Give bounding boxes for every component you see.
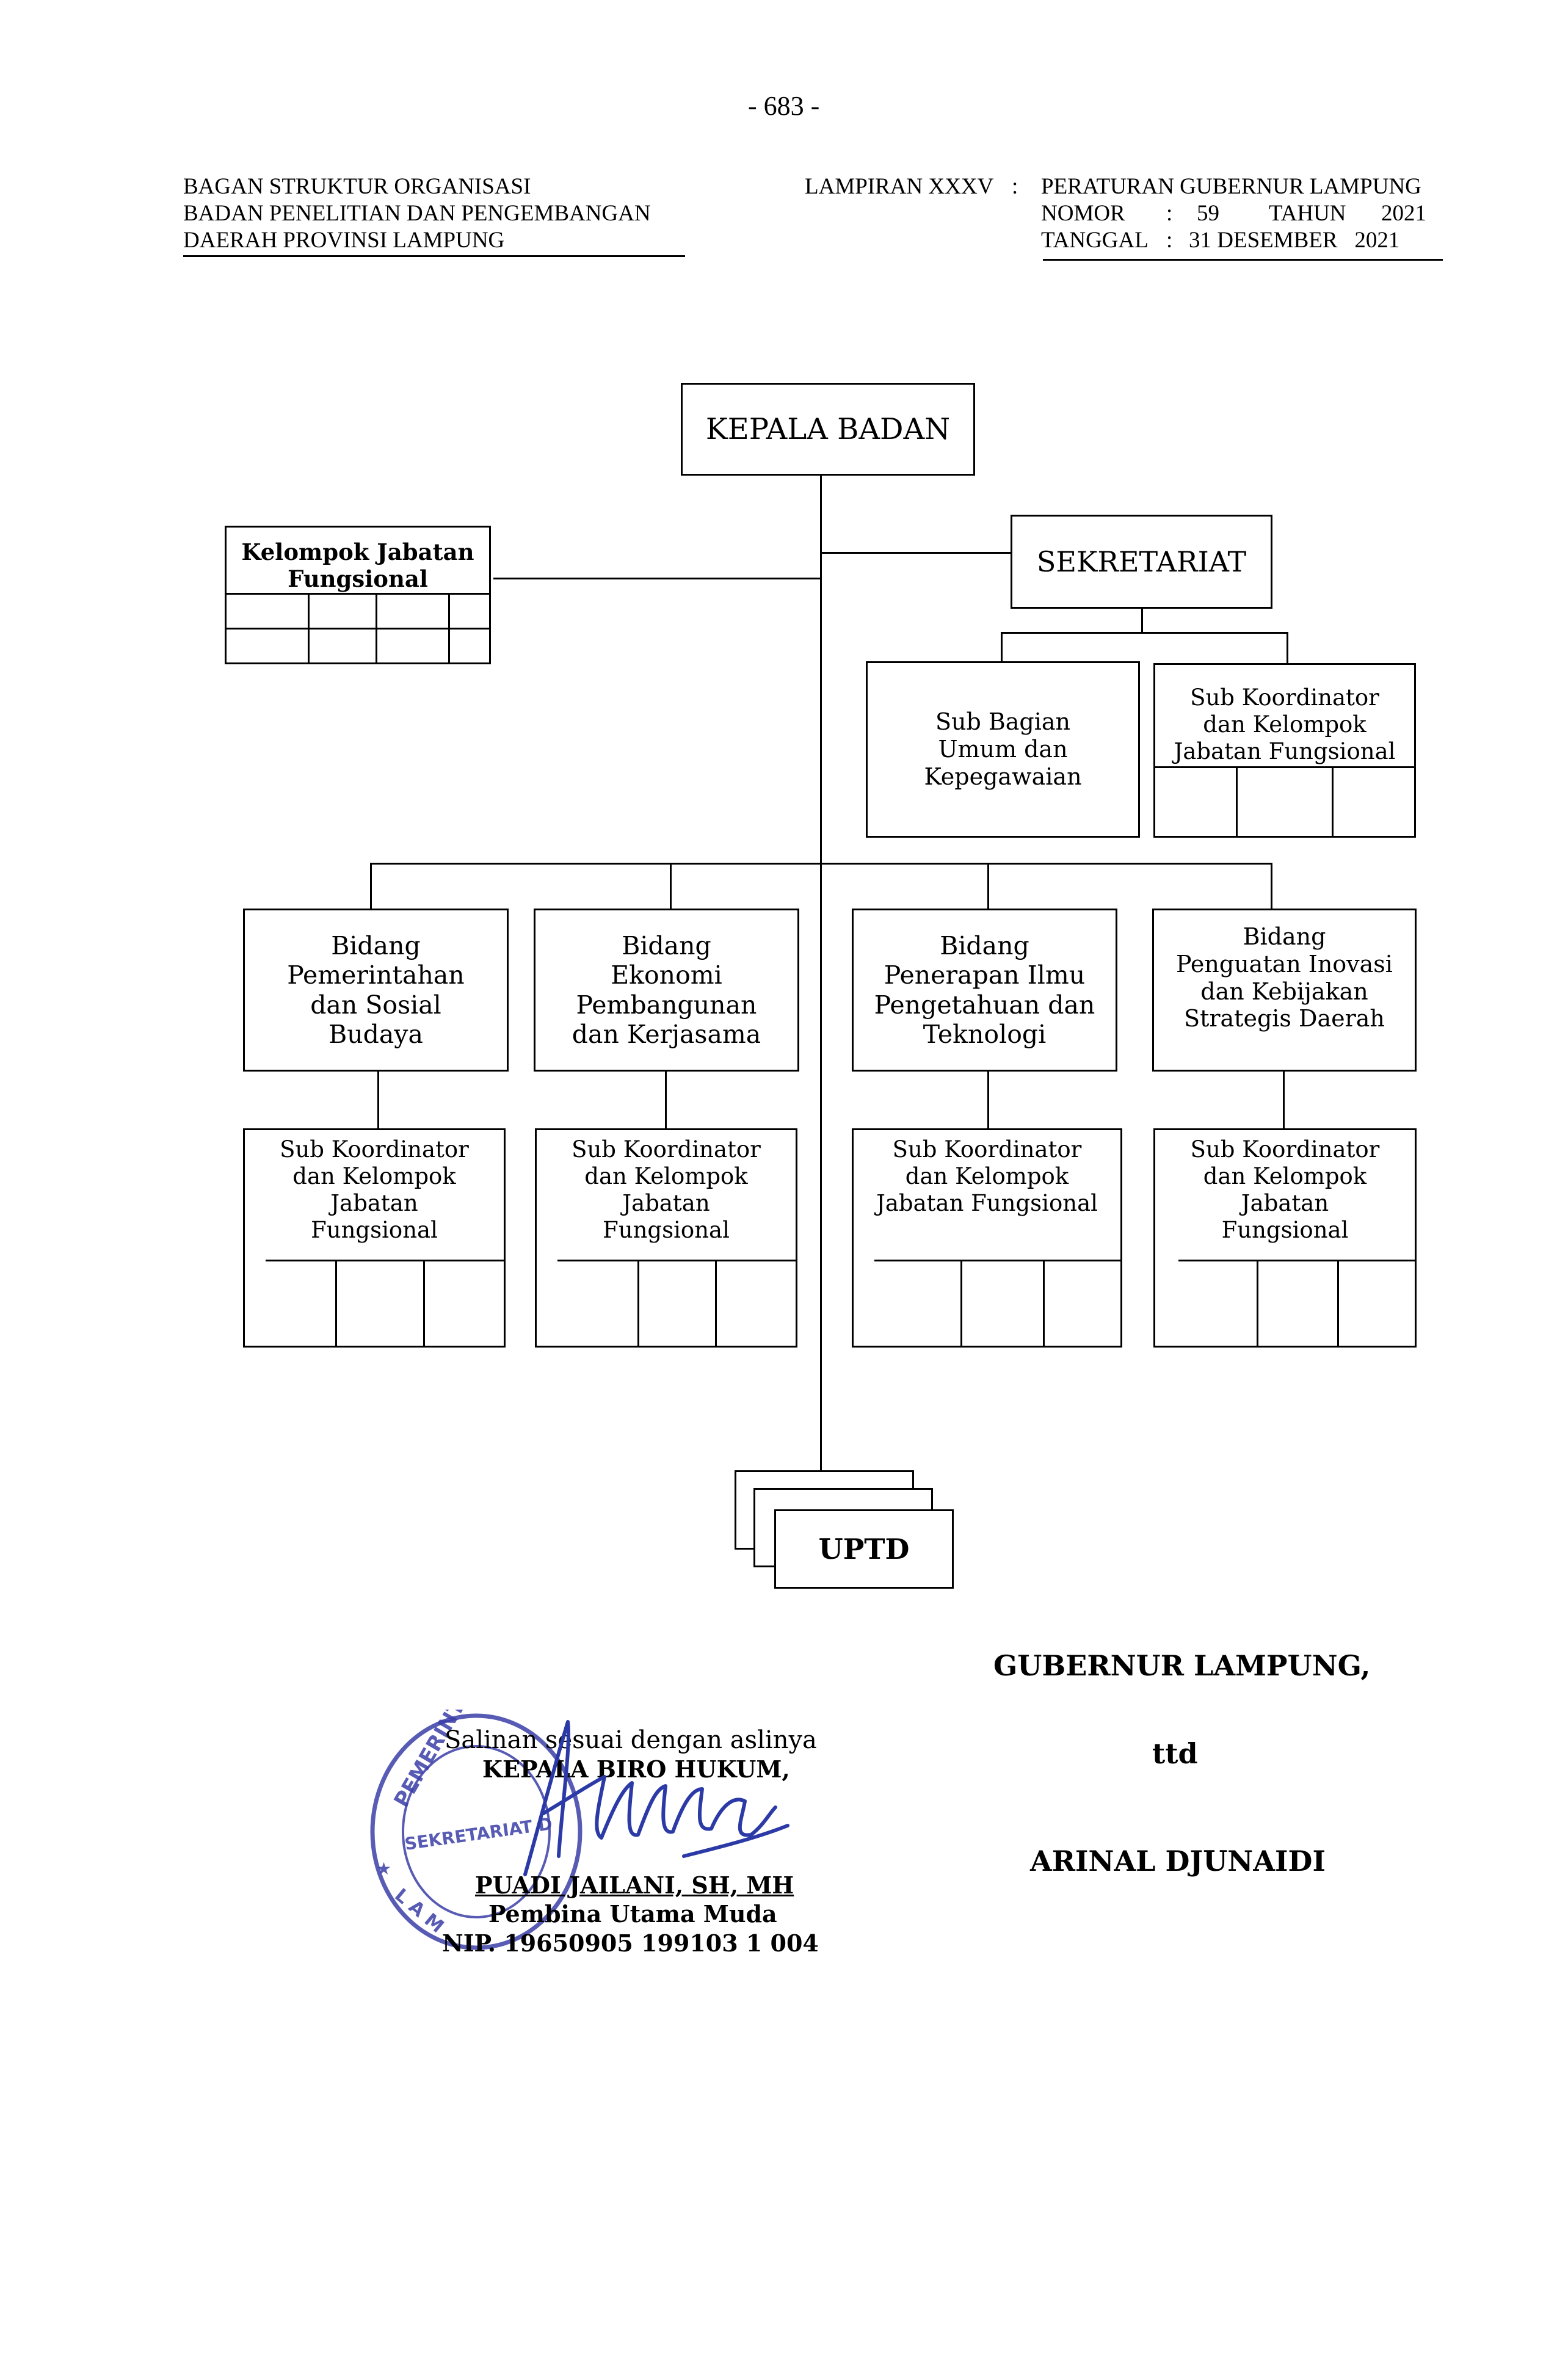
- nomor-value: 59: [1197, 201, 1219, 226]
- sekretariat-down-line: [1141, 608, 1143, 633]
- sub-koordinator-box-2: Sub Koordinator dan Kelompok Jabatan Fun…: [535, 1128, 797, 1348]
- lampiran-sep: :: [1012, 174, 1018, 199]
- sekretariat-box: SEKRETARIAT: [1011, 515, 1272, 609]
- tanggal-value: 31 DESEMBER 2021: [1189, 228, 1400, 253]
- sekretariat-connector: [821, 552, 1012, 554]
- sub-koordinator-3-connector: [987, 1071, 989, 1130]
- sub-koordinator-4-connector: [1283, 1071, 1285, 1130]
- sub-bagian-drop-line: [1001, 632, 1003, 662]
- nomor-sep: :: [1166, 201, 1173, 226]
- header-right-underline: [1043, 259, 1443, 261]
- sub-koordinator-3-grid-line: [874, 1260, 1120, 1261]
- sekretariat-sub-koordinator-box: Sub Koordinator dan Kelompok Jabatan Fun…: [1153, 663, 1416, 838]
- svg-text:★: ★: [376, 1859, 391, 1879]
- sub-koordinator-1-grid-line: [266, 1260, 504, 1261]
- bidang-4-drop-line: [1271, 863, 1272, 910]
- bidang-box-3: Bidang Penerapan Ilmu Pengetahuan dan Te…: [852, 909, 1117, 1072]
- bidang-box-2: Bidang Ekonomi Pembangunan dan Kerjasama: [534, 909, 799, 1072]
- tahun-label: TAHUN: [1269, 201, 1346, 226]
- sekretariat-sub-koordinator-drop-line: [1287, 632, 1288, 664]
- sekretariat-branch-line: [1001, 632, 1288, 634]
- bidang-1-drop-line: [370, 863, 372, 910]
- sub-koordinator-label-4: Sub Koordinator dan Kelompok Jabatan Fun…: [1190, 1136, 1380, 1243]
- tanggal-label: TANGGAL: [1041, 228, 1149, 253]
- header-left-underline: [183, 255, 685, 257]
- kelompok-grid-col2: [376, 593, 377, 664]
- sub-koordinator-3-grid-col1: [960, 1260, 962, 1347]
- header-left-line1: BAGAN STRUKTUR ORGANISASI: [183, 174, 531, 199]
- sub-koordinator-label-3: Sub Koordinator dan Kelompok Jabatan Fun…: [876, 1136, 1098, 1216]
- sub-koordinator-box-4: Sub Koordinator dan Kelompok Jabatan Fun…: [1153, 1128, 1417, 1348]
- sub-koordinator-label-2: Sub Koordinator dan Kelompok Jabatan Fun…: [572, 1136, 761, 1243]
- kelompok-jabatan-fungsional-box: Kelompok Jabatan Fungsional: [225, 526, 491, 664]
- sub-koordinator-box-1: Sub Koordinator dan Kelompok Jabatan Fun…: [243, 1128, 506, 1348]
- kepala-badan-box: KEPALA BADAN: [681, 383, 975, 476]
- bidang-box-1: Bidang Pemerintahan dan Sosial Budaya: [243, 909, 509, 1072]
- kelompok-grid-col3: [448, 593, 450, 664]
- lampiran-label: LAMPIRAN XXXV: [805, 174, 994, 199]
- governor-name: ARINAL DJUNAIDI: [1030, 1845, 1326, 1878]
- bidang-box-4: Bidang Penguatan Inovasi dan Kebijakan S…: [1152, 909, 1417, 1072]
- tahun-value: 2021: [1381, 201, 1426, 226]
- sekretariat-sub-grid-col2: [1332, 766, 1334, 837]
- sub-koordinator-1-grid-col2: [423, 1260, 425, 1347]
- sekretariat-sub-koordinator-label: Sub Koordinator dan Kelompok Jabatan Fun…: [1174, 684, 1396, 764]
- certification-line2: KEPALA BIRO HUKUM,: [482, 1755, 790, 1783]
- nomor-label: NOMOR: [1041, 201, 1125, 226]
- sub-koordinator-2-grid-line: [557, 1260, 796, 1261]
- sub-koordinator-label-1: Sub Koordinator dan Kelompok Jabatan Fun…: [280, 1136, 469, 1243]
- sub-koordinator-1-grid-col1: [335, 1260, 337, 1347]
- sub-koordinator-2-grid-col2: [715, 1260, 717, 1347]
- tanggal-sep: :: [1166, 228, 1173, 253]
- kelompok-grid-top: [227, 593, 489, 595]
- kelompok-connector: [493, 578, 821, 579]
- certifier-name: PUADI JAILANI, SH, MH: [475, 1871, 794, 1899]
- header-left-line3: DAERAH PROVINSI LAMPUNG: [183, 228, 505, 253]
- sub-koordinator-4-grid-col2: [1337, 1260, 1339, 1347]
- sub-koordinator-2-connector: [665, 1071, 667, 1130]
- sub-bagian-umum-box: Sub Bagian Umum dan Kepegawaian: [866, 661, 1140, 838]
- kelompok-grid-col1: [308, 593, 310, 664]
- official-stamp-seal: PEMERINTAH SEKRETARIAT D L A M ★: [370, 1710, 583, 1950]
- handwritten-signature: [523, 1720, 789, 1876]
- gubernur-title: GUBERNUR LAMPUNG,: [993, 1649, 1371, 1682]
- ttd-label: ttd: [1152, 1737, 1198, 1770]
- sub-koordinator-4-grid-col1: [1257, 1260, 1258, 1347]
- bidang-branch-line: [370, 863, 1272, 865]
- sekretariat-sub-grid-line: [1155, 766, 1414, 768]
- certification-line1: Salinan sesuai dengan aslinya: [445, 1726, 817, 1754]
- kelompok-label: Kelompok Jabatan Fungsional: [241, 539, 474, 592]
- kelompok-grid-mid: [227, 628, 489, 629]
- main-spine: [820, 475, 822, 1471]
- sub-koordinator-1-connector: [377, 1071, 379, 1130]
- lampiran-value: PERATURAN GUBERNUR LAMPUNG: [1041, 174, 1421, 199]
- sub-koordinator-3-grid-col2: [1043, 1260, 1045, 1347]
- header-left-line2: BADAN PENELITIAN DAN PENGEMBANGAN: [183, 201, 651, 226]
- certifier-nip: NIP. 19650905 199103 1 004: [442, 1929, 819, 1957]
- certifier-rank: Pembina Utama Muda: [488, 1900, 777, 1928]
- sub-koordinator-4-grid-line: [1178, 1260, 1415, 1261]
- sekretariat-sub-grid-col1: [1236, 766, 1238, 837]
- sub-koordinator-box-3: Sub Koordinator dan Kelompok Jabatan Fun…: [852, 1128, 1122, 1348]
- uptd-box: UPTD: [774, 1509, 954, 1589]
- page-number: - 683 -: [748, 91, 820, 121]
- bidang-2-drop-line: [670, 863, 672, 910]
- bidang-3-drop-line: [987, 863, 989, 910]
- sub-koordinator-2-grid-col1: [637, 1260, 639, 1347]
